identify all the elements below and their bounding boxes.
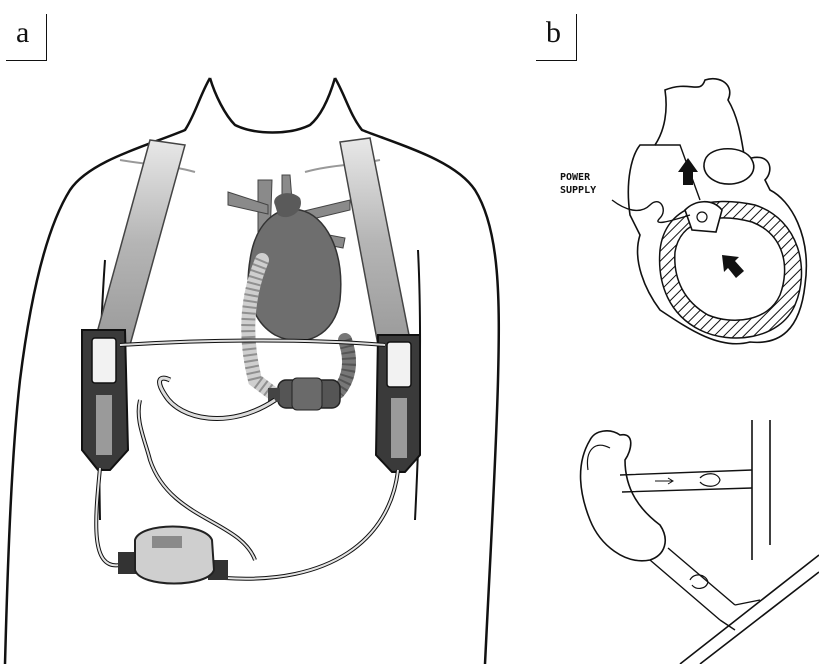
left-battery-holster	[82, 330, 128, 470]
controller	[118, 527, 228, 584]
right-battery-holster	[376, 335, 420, 472]
panel-a-figure	[5, 78, 499, 664]
pump	[268, 378, 340, 410]
supply-label: SUPPLY	[560, 185, 596, 196]
bypass-heart-outline	[581, 431, 666, 561]
left-strap	[95, 140, 185, 345]
panel-b-heart-figure: POWER SUPPLY	[560, 79, 806, 344]
right-strap	[340, 138, 410, 345]
power-label: POWER	[560, 172, 591, 183]
panel-b-bypass-figure	[581, 420, 819, 664]
